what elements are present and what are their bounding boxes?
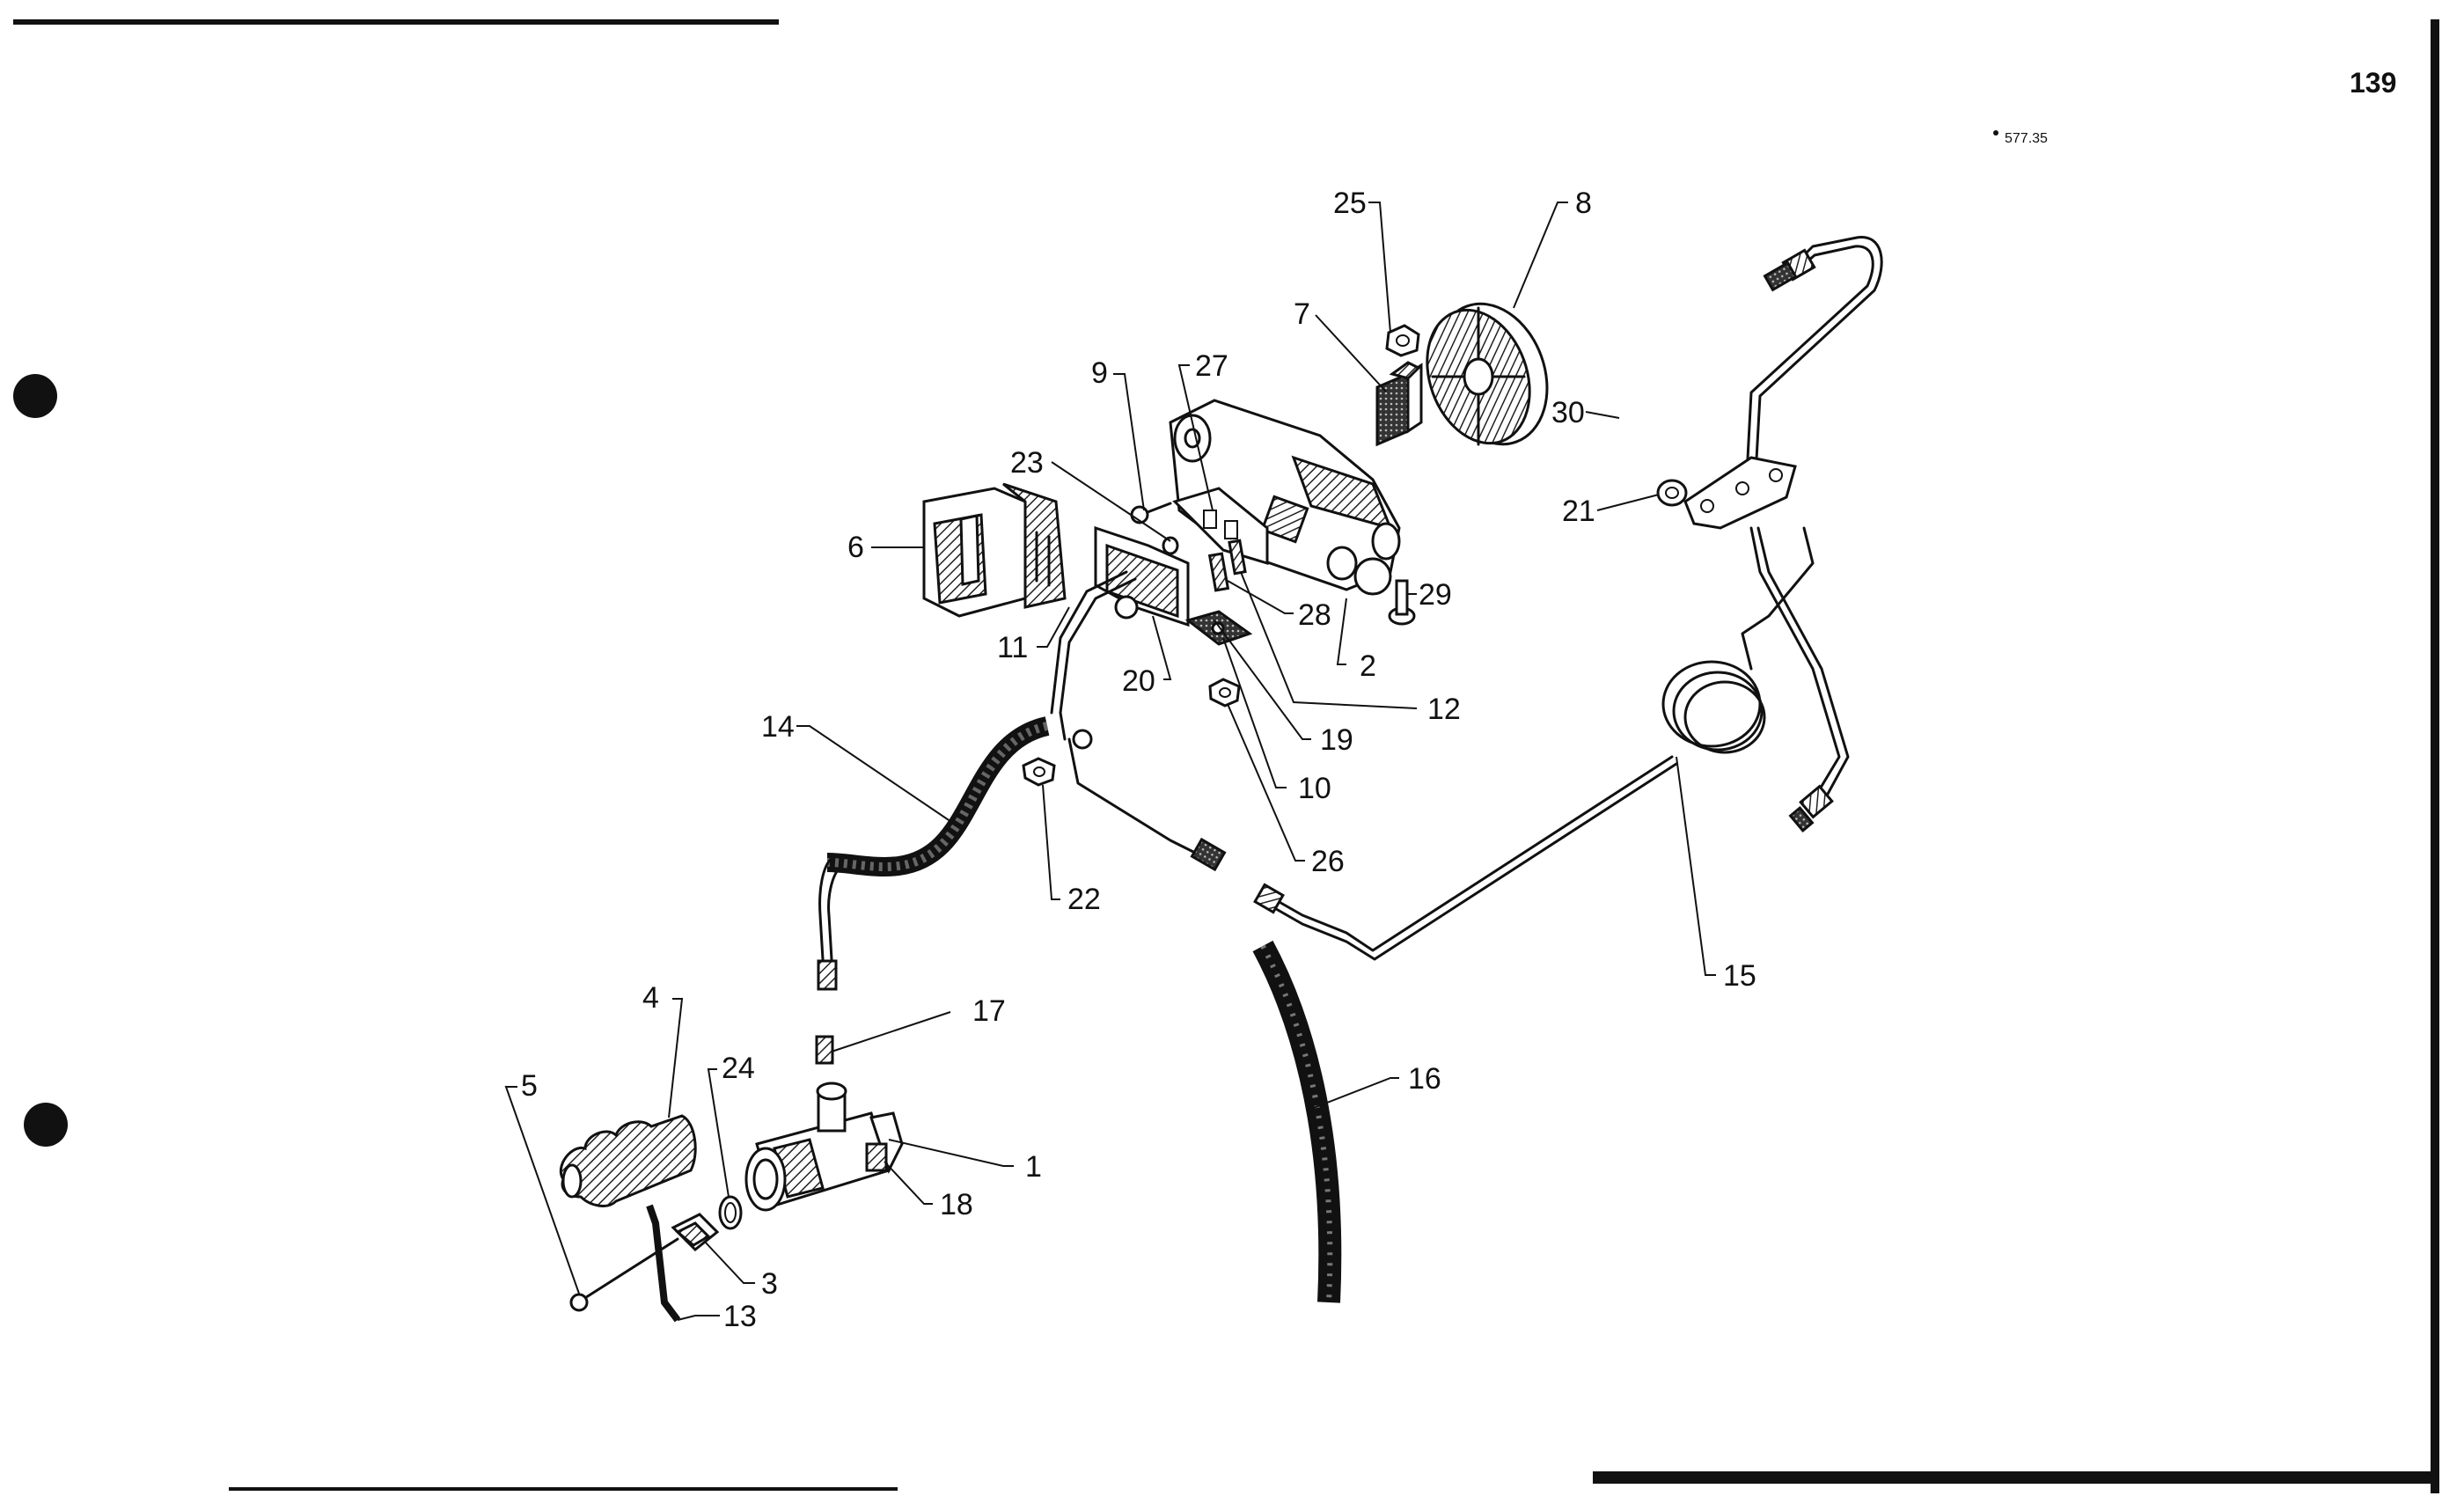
callout-8: 8: [1575, 187, 1592, 220]
part-1-master-cylinder: [744, 1082, 904, 1212]
part-4-boot: [559, 1114, 697, 1207]
callout-7: 7: [1294, 297, 1310, 331]
callout-2: 2: [1360, 649, 1376, 683]
callout-27: 27: [1195, 349, 1228, 383]
binder-hole-bottom: [24, 1103, 68, 1147]
right-border: [2431, 19, 2439, 1493]
page-number: 139: [2350, 67, 2396, 99]
callout-15: 15: [1723, 959, 1756, 993]
part-8-pulley: [1426, 302, 1549, 446]
callout-21: 21: [1562, 495, 1595, 528]
brake-pipe-top: [1745, 236, 1883, 477]
top-rule: [13, 19, 779, 25]
part-15-pipe: [1253, 526, 1815, 961]
callout-25: 25: [1333, 187, 1367, 220]
part-28-screw: [1207, 552, 1230, 592]
bottom-rule: [1593, 1471, 2438, 1484]
part-6-cover: [922, 482, 1067, 618]
part-20-pad: [1094, 525, 1190, 627]
callout-19: 19: [1320, 723, 1353, 757]
callout-28: 28: [1298, 598, 1331, 632]
part-22-nut: [1022, 757, 1056, 787]
leader-lines: [504, 202, 1716, 1321]
callout-10: 10: [1298, 772, 1331, 805]
part-10-plate: [1184, 610, 1253, 646]
figure-code-dot: [1993, 130, 1998, 136]
callout-30: 30: [1551, 396, 1585, 429]
part-18-outlet: [865, 1142, 888, 1172]
page-frame: [13, 19, 2439, 1493]
callout-29: 29: [1419, 578, 1452, 612]
callout-23: 23: [1010, 446, 1044, 480]
callout-6: 6: [847, 531, 864, 564]
part-29-bolt: [1388, 579, 1416, 626]
part-13-rod: [646, 1204, 681, 1323]
binder-hole-top: [13, 374, 57, 418]
callout-24: 24: [722, 1052, 755, 1085]
part-25-nut: [1385, 324, 1420, 357]
part-17-fitting: [815, 1035, 834, 1065]
callout-16: 16: [1408, 1062, 1441, 1096]
brake-pipe-bottom: [1749, 526, 1850, 833]
part-14-flex-hose: [817, 716, 1050, 991]
part-12-screw: [1228, 539, 1247, 576]
callout-4: 4: [642, 981, 659, 1015]
callout-11: 11: [997, 631, 1028, 664]
callout-20: 20: [1122, 664, 1155, 698]
callout-13: 13: [723, 1300, 757, 1333]
callout-9: 9: [1091, 356, 1108, 390]
callout-1: 1: [1025, 1150, 1042, 1184]
part-27-plate: [1172, 487, 1269, 566]
part-26-nut: [1208, 678, 1241, 708]
part-23-washer: [1162, 536, 1179, 555]
part-7-bracket: [1375, 361, 1423, 447]
callout-17: 17: [972, 994, 1006, 1028]
part-30-clamp: [1683, 456, 1797, 530]
callout-12: 12: [1427, 693, 1461, 726]
part-16-hose: [1252, 940, 1342, 1303]
part-11-pipe: [1050, 570, 1227, 872]
callout-5: 5: [521, 1069, 538, 1103]
figure-code: 577.35: [2005, 131, 2048, 146]
part-3-piston: [671, 1213, 720, 1252]
callout-labels: 1 2 3 4 5 6 7 8 9 10 11 12 13 14 15 16 1…: [521, 187, 1756, 1333]
callout-18: 18: [940, 1188, 973, 1221]
bottom-rule-thin: [229, 1487, 898, 1491]
part-21-spacer: [1656, 479, 1688, 507]
callout-14: 14: [761, 710, 795, 744]
callout-22: 22: [1067, 883, 1101, 916]
part-24-seal: [718, 1195, 743, 1230]
callout-3: 3: [761, 1267, 778, 1301]
callout-26: 26: [1311, 845, 1345, 878]
